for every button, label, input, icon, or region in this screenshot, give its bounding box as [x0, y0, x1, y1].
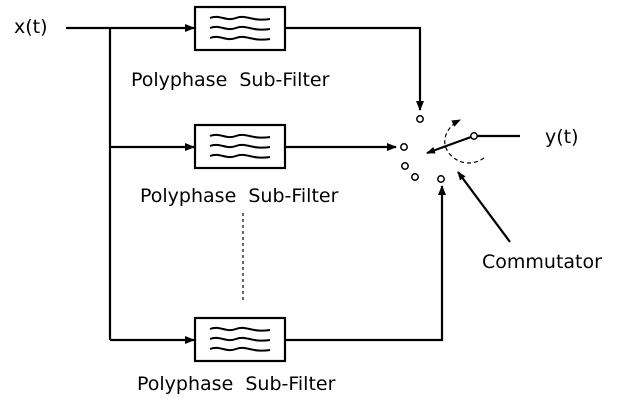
commutator-ports — [400, 115, 478, 183]
rotation-arc — [444, 119, 485, 164]
output-label: y(t) — [545, 126, 579, 148]
output-wire-1 — [285, 26, 424, 111]
sub-filter-1-label: Polyphase Sub-Filter — [131, 69, 330, 91]
commutator-arm — [426, 135, 472, 155]
sub-filter-3 — [193, 316, 287, 363]
commutator-pointer — [457, 171, 511, 243]
filter-icon — [209, 133, 271, 159]
filter-icon — [209, 326, 271, 352]
commutator-label: Commutator — [482, 251, 602, 273]
sub-filter-3-label: Polyphase Sub-Filter — [137, 373, 336, 395]
sub-filter-1 — [193, 5, 287, 52]
output-wire-3 — [285, 185, 446, 342]
filter-icon — [209, 15, 271, 41]
sub-filter-2 — [193, 123, 287, 170]
input-label: x(t) — [14, 16, 48, 38]
sub-filter-2-label: Polyphase Sub-Filter — [140, 185, 339, 207]
